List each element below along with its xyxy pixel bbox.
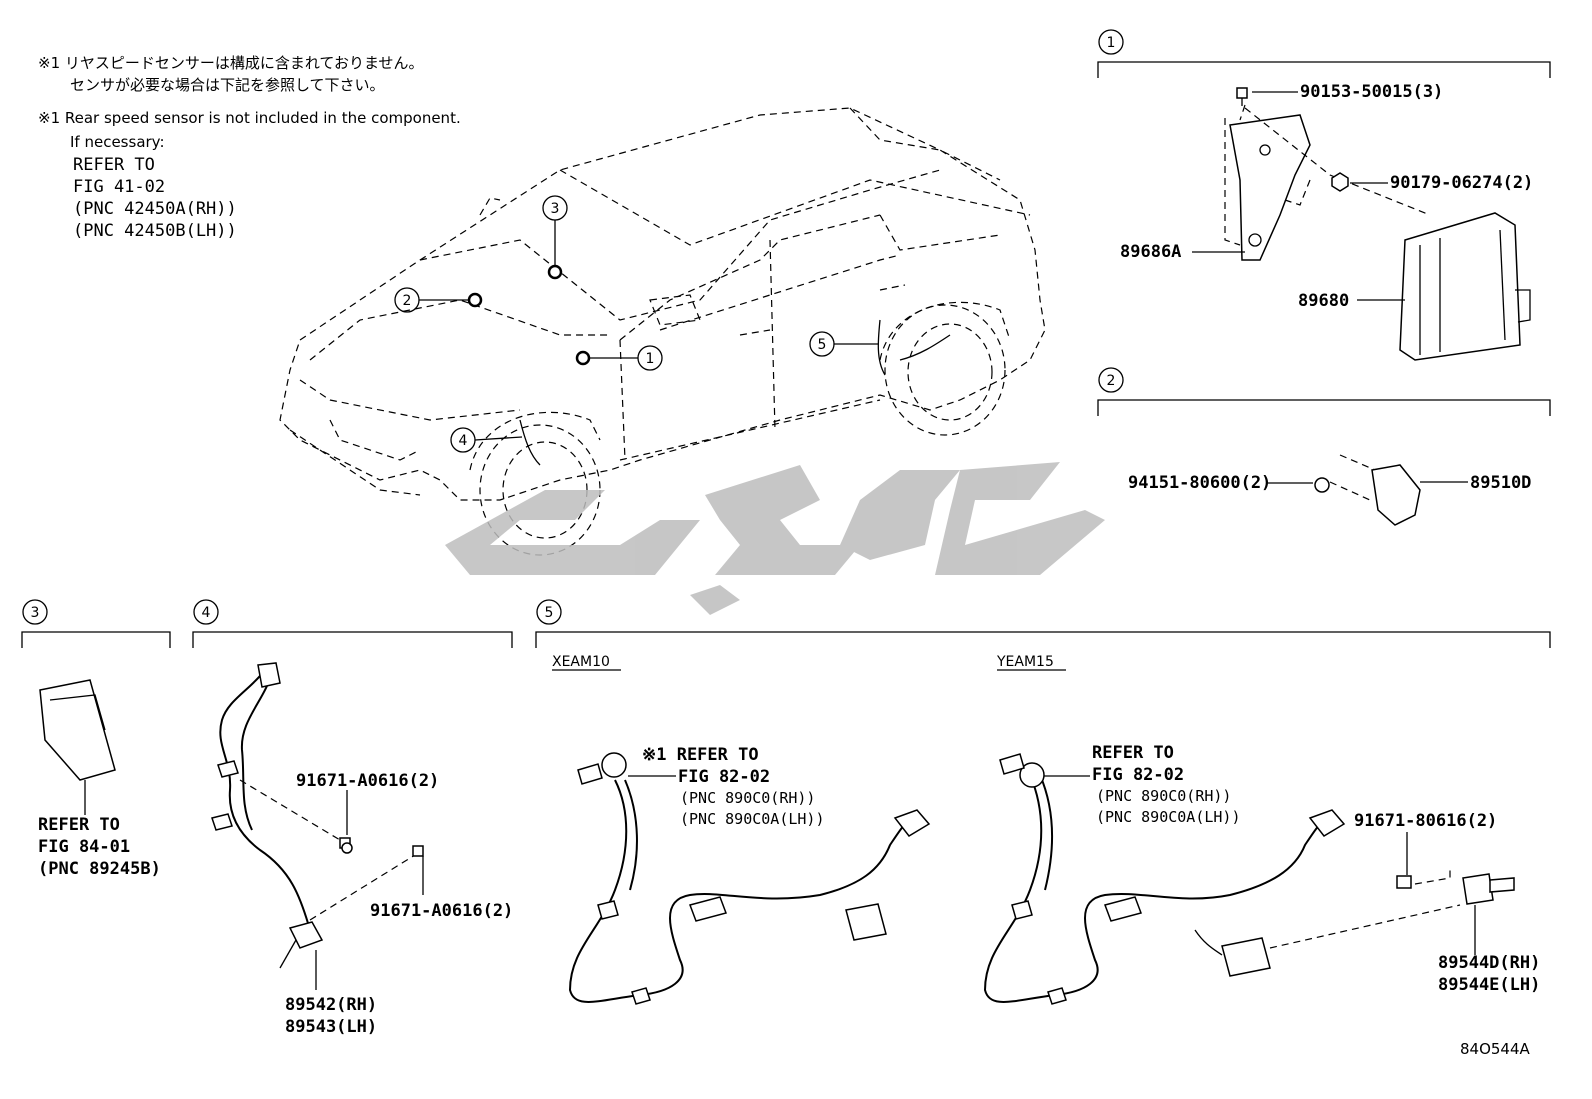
nut-icon-2	[1314, 477, 1330, 493]
callout-3-label: 3	[551, 201, 560, 217]
section-1-number: 1	[1107, 35, 1116, 51]
note-jp-line2: センサが必要な場合は下記を参照して下さい。	[70, 76, 385, 94]
section-4: 4 91671-A0616(2) 91671-A0616(2) 89542(RH…	[192, 599, 513, 1037]
callout-2-label: 2	[403, 293, 412, 309]
section-5b-ref1: REFER TO	[1092, 743, 1174, 763]
watermark-logo	[445, 462, 1105, 615]
connector-icon-b	[1019, 762, 1045, 788]
section-5b-ref4: (PNC 890C0A(LH))	[1096, 808, 1241, 826]
wheel-speed-sensor-front-icon	[288, 921, 324, 949]
section-5b-ref3: (PNC 890C0(RH))	[1096, 787, 1231, 805]
notes-block: ※1 リヤスピードセンサーは構成に含まれておりません。 センサが必要な場合は下記…	[38, 54, 461, 241]
callout-1-label: 1	[646, 351, 655, 367]
ecu-icon	[1399, 212, 1521, 361]
part-89680: 89680	[1298, 291, 1349, 311]
callout-5-label: 5	[818, 337, 827, 353]
bolt-icon-5	[1396, 875, 1412, 889]
section-2: 2 94151-80600(2) 89510D	[1097, 367, 1551, 526]
part-89510D: 89510D	[1470, 473, 1531, 493]
part-91671-A0616-b: 91671-A0616(2)	[370, 901, 513, 921]
part-90153-50015: 90153-50015(3)	[1300, 82, 1443, 102]
part-89544D-RH: 89544D(RH)	[1438, 953, 1540, 973]
part-94151-80600: 94151-80600(2)	[1128, 473, 1271, 493]
section-5-number: 5	[545, 605, 554, 621]
callout-4-label: 4	[459, 433, 468, 449]
connector-box-icon-a	[845, 903, 887, 941]
section-3: 3 REFER TO FIG 84-01 (PNC 89245B)	[21, 599, 171, 879]
connector-icon-a	[601, 752, 627, 778]
section-5a-ref4: (PNC 890C0A(LH))	[680, 810, 825, 828]
yaw-sensor-icon	[1371, 464, 1421, 526]
section-5a-ref1: ※1 REFER TO	[642, 745, 759, 765]
section-2-number: 2	[1107, 373, 1116, 389]
bolt-icon-4b	[412, 845, 424, 857]
note-ref1: REFER TO	[73, 155, 155, 175]
wheel-speed-sensor-rear-icon	[1462, 873, 1494, 905]
note-ref2: FIG 41-02	[73, 177, 165, 197]
nut-icon	[1331, 172, 1349, 192]
section-5a-ref3: (PNC 890C0(RH))	[680, 789, 815, 807]
section-5a-ref2: FIG 82-02	[678, 767, 770, 787]
section-1: 1 90153-50015(3) 90179-06274(2) 89686A 8…	[1097, 29, 1551, 361]
part-91671-A0616-a: 91671-A0616(2)	[296, 771, 439, 791]
part-89686A: 89686A	[1120, 242, 1181, 262]
sensor-plug-icon-b	[1308, 809, 1346, 837]
note-en-line2: If necessary:	[70, 133, 165, 151]
section-3-ref2: FIG 84-01	[38, 837, 130, 857]
part-90179-06274: 90179-06274(2)	[1390, 173, 1533, 193]
steering-sensor-icon	[39, 679, 116, 781]
bracket-icon	[1229, 114, 1311, 261]
figure-id: 84O544A	[1460, 1040, 1531, 1058]
vehicle-callouts: 3 2 1 4 5	[394, 195, 878, 453]
sensor-plug-icon-a	[893, 809, 931, 837]
section-4-number: 4	[202, 605, 211, 621]
note-en-line1: ※1 Rear speed sensor is not included in …	[38, 109, 461, 127]
section-3-number: 3	[31, 605, 40, 621]
part-89542-RH: 89542(RH)	[285, 995, 377, 1015]
part-89543-LH: 89543(LH)	[285, 1017, 377, 1037]
bolt-icon	[1236, 87, 1248, 99]
note-jp-line1: ※1 リヤスピードセンサーは構成に含まれておりません。	[38, 54, 424, 72]
section-3-ref3: (PNC 89245B)	[38, 859, 161, 879]
model-YEAM15: YEAM15	[996, 654, 1054, 670]
part-91671-80616: 91671-80616(2)	[1354, 811, 1497, 831]
note-ref3: (PNC 42450A(RH))	[73, 199, 237, 219]
note-ref4: (PNC 42450B(LH))	[73, 221, 237, 241]
model-XEAM10: XEAM10	[552, 654, 610, 670]
connector-box-icon-b	[1221, 937, 1271, 977]
section-3-ref1: REFER TO	[38, 815, 120, 835]
section-5b-ref2: FIG 82-02	[1092, 765, 1184, 785]
section-5: 5 XEAM10 YEAM15 ※1 REFER TO FIG 82-02 (P…	[535, 599, 1551, 1005]
part-89544E-LH: 89544E(LH)	[1438, 975, 1540, 995]
